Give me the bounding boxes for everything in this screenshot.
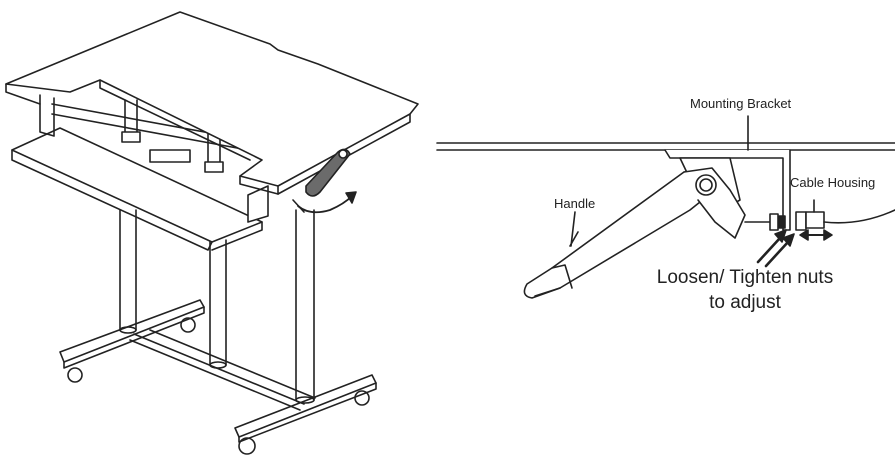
leader-line xyxy=(570,211,576,247)
handle-label: Handle xyxy=(554,196,596,211)
cable-housing xyxy=(805,211,825,229)
caster xyxy=(67,367,83,383)
adjust-instruction-line2: to adjust xyxy=(709,292,781,313)
mounting-bracket-label: Mounting Bracket xyxy=(690,96,792,111)
caster xyxy=(238,437,256,455)
cable-housing-label: Cable Housing xyxy=(790,175,876,190)
arrow-pair-icon xyxy=(756,229,795,268)
caster xyxy=(180,317,196,333)
desk-base xyxy=(59,299,377,455)
keyboard-tray xyxy=(11,127,263,251)
caster xyxy=(354,390,370,406)
standing-desk xyxy=(5,11,419,455)
double-arrow-icon xyxy=(799,229,833,241)
desk-underside xyxy=(436,142,895,151)
adjust-instruction: Loosen/ Tighten nuts to adjust xyxy=(640,265,850,315)
handle-lever xyxy=(523,167,746,299)
cable-assembly xyxy=(744,199,895,231)
handle-detail xyxy=(436,115,895,299)
desk-handle xyxy=(305,148,351,197)
curved-arrow-icon xyxy=(292,191,357,214)
adjust-instruction-line1: Loosen/ Tighten nuts xyxy=(656,267,834,288)
